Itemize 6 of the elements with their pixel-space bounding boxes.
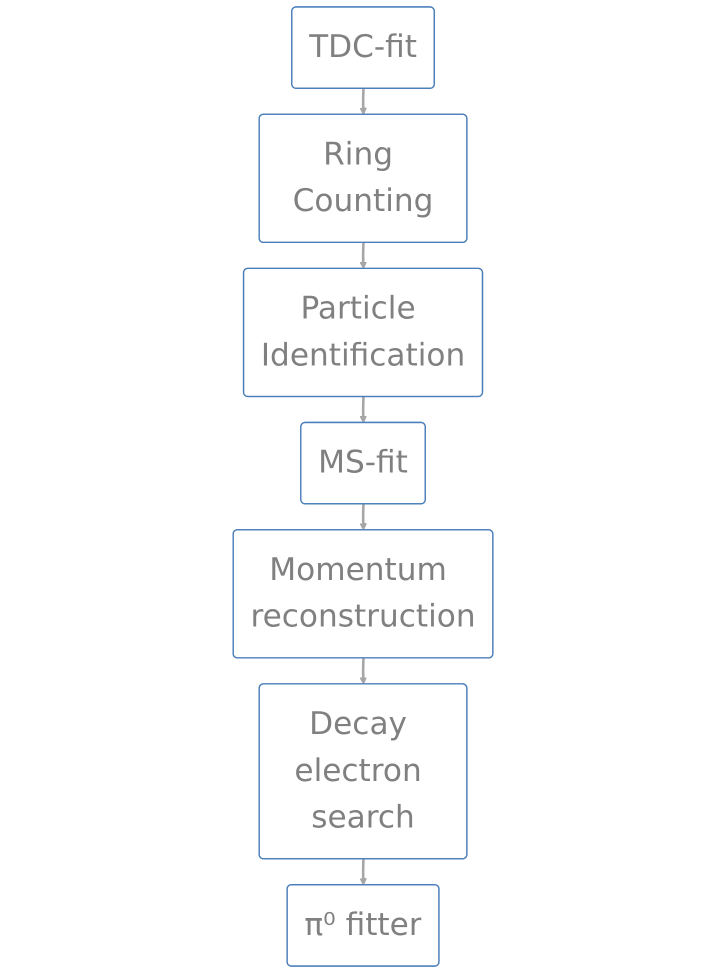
arrow xyxy=(360,88,368,116)
arrow xyxy=(360,859,368,886)
arrow xyxy=(360,504,368,531)
arrow xyxy=(360,396,368,424)
arrow xyxy=(360,242,368,270)
arrow xyxy=(360,658,368,685)
